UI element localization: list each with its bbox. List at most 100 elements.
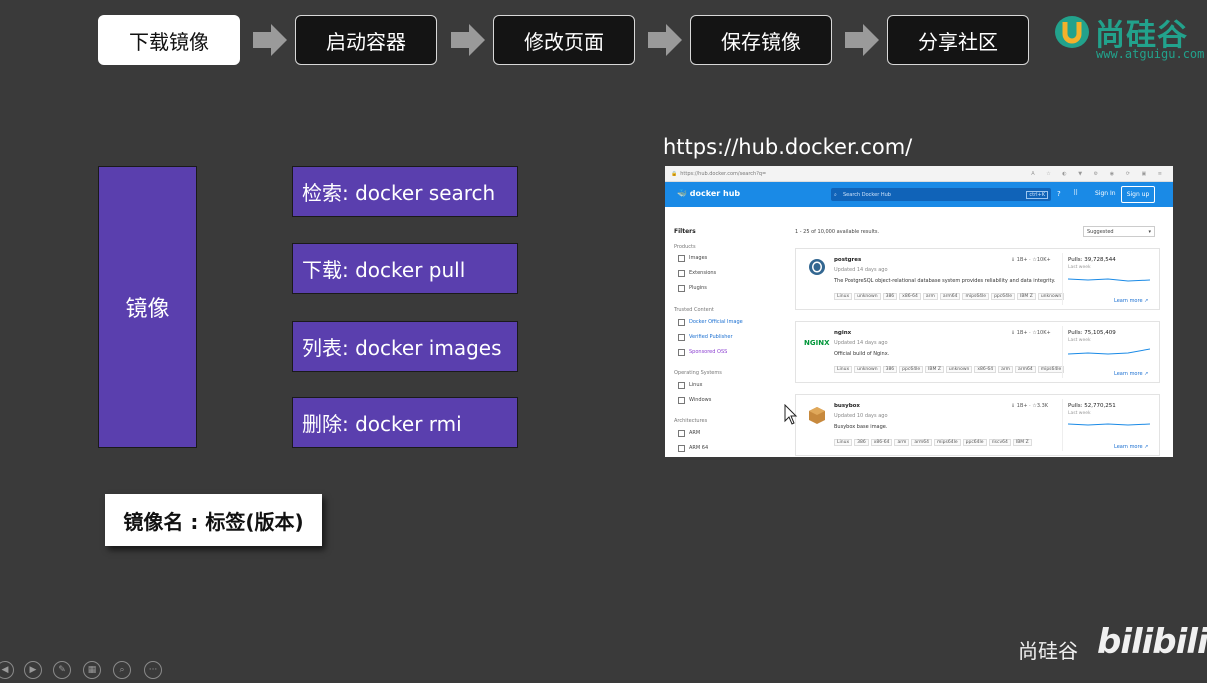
atguigu-logo-icon [1055, 16, 1089, 48]
results-count: 1 - 25 of 10,000 available results. [795, 229, 880, 235]
watermark-atguigu: 尚硅谷 [1018, 639, 1078, 663]
card-last-week: Last week [1068, 265, 1091, 270]
address-text: https://hub.docker.com/search?q= [680, 170, 767, 177]
docker-hub-screenshot: 🔒 https://hub.docker.com/search?q= A ☆ ◐… [665, 166, 1173, 457]
card-stats: ⇓ 1B+ · ☆10K+ [1011, 330, 1051, 336]
card-description: The PostgreSQL object-relational databas… [834, 278, 1056, 284]
result-card-nginx[interactable]: NGINX nginx Updated 14 days ago Official… [795, 321, 1160, 383]
image-tag-note: 镜像名 : 标签(版本) [105, 494, 322, 546]
cmd-rmi: 删除: docker rmi [292, 397, 518, 448]
checkbox-official-image[interactable] [678, 319, 685, 326]
checkbox-linux[interactable] [678, 382, 685, 389]
watermark-bilibili-logo: bilibili [1097, 622, 1207, 662]
step-share-community[interactable]: 分享社区 [887, 15, 1029, 65]
card-name: nginx [834, 330, 852, 336]
postgres-elephant-icon [809, 259, 825, 275]
card-divider [1062, 253, 1063, 305]
checkbox-arm64[interactable] [678, 445, 685, 452]
step-save-image[interactable]: 保存镜像 [690, 15, 832, 65]
checkbox-images[interactable] [678, 255, 685, 262]
cmd-pull: 下载: docker pull [292, 243, 518, 294]
cmd-search: 检索: docker search [292, 166, 518, 217]
search-shortcut: ctrl+K [1026, 190, 1048, 199]
filters-title: Filters [674, 228, 696, 235]
card-name: postgres [834, 257, 862, 263]
card-stats: ⇓ 1B+ · ☆3.3K [1011, 403, 1049, 409]
result-card-postgres[interactable]: postgres Updated 14 days ago The Postgre… [795, 248, 1160, 310]
checkbox-verified-publisher[interactable] [678, 334, 685, 341]
zoom-icon[interactable]: ⌕ [113, 661, 131, 679]
card-description: Official build of Nginx. [834, 351, 890, 357]
checkbox-arm[interactable] [678, 430, 685, 437]
sort-select[interactable]: Suggested ▾ [1083, 226, 1155, 237]
learn-more-link[interactable]: Learn more ↗ [1114, 298, 1149, 304]
card-updated: Updated 14 days ago [834, 340, 888, 346]
filter-official-image: Docker Official Image [689, 319, 743, 325]
filter-plugins: Plugins [689, 285, 707, 291]
checkbox-extensions[interactable] [678, 270, 685, 277]
filter-arm64: ARM 64 [689, 445, 709, 451]
docker-hub-url: https://hub.docker.com/ [663, 135, 913, 159]
arrow-right-icon [648, 24, 682, 56]
pulls-sparkline [1068, 348, 1150, 355]
filter-group-arch: Architectures [674, 418, 708, 424]
card-pulls: Pulls: 39,728,544 [1068, 257, 1116, 263]
docker-hub-search-input[interactable]: ⌕ Search Docker Hub ctrl+K [831, 188, 1051, 201]
cmd-images: 列表: docker images [292, 321, 518, 372]
filter-group-trusted: Trusted Content [674, 307, 714, 313]
checkbox-plugins[interactable] [678, 285, 685, 292]
card-pulls: Pulls: 75,105,409 [1068, 330, 1116, 336]
card-pulls: Pulls: 52,770,251 [1068, 403, 1116, 409]
checkbox-sponsored-oss[interactable] [678, 349, 685, 356]
card-divider [1062, 326, 1063, 378]
filter-images: Images [689, 255, 708, 261]
pulls-sparkline [1068, 278, 1150, 282]
card-last-week: Last week [1068, 338, 1091, 343]
docker-whale-icon: 🐳 [677, 189, 687, 198]
card-divider [1062, 399, 1063, 451]
checkbox-windows[interactable] [678, 397, 685, 404]
apps-grid-icon[interactable]: ⠿ [1073, 189, 1079, 197]
card-last-week: Last week [1068, 411, 1091, 416]
step-download-image[interactable]: 下载镜像 [98, 15, 240, 65]
card-description: Busybox base image. [834, 424, 888, 430]
filter-arm: ARM [689, 430, 701, 436]
image-concept-box: 镜像 [98, 166, 197, 448]
card-name: busybox [834, 403, 860, 409]
learn-more-link[interactable]: Learn more ↗ [1114, 444, 1149, 450]
card-updated: Updated 14 days ago [834, 267, 888, 273]
browser-address-bar[interactable]: 🔒 https://hub.docker.com/search?q= A ☆ ◐… [665, 166, 1173, 182]
docker-hub-logo[interactable]: 🐳 docker hub [677, 189, 741, 198]
help-icon[interactable]: ? [1057, 190, 1061, 198]
filter-group-products: Products [674, 244, 696, 250]
step-start-container[interactable]: 启动容器 [295, 15, 437, 65]
arrow-right-icon [845, 24, 879, 56]
filter-group-os: Operating Systems [674, 370, 722, 376]
filter-extensions: Extensions [689, 270, 717, 276]
lock-icon: 🔒 [671, 170, 678, 177]
step-modify-page[interactable]: 修改页面 [493, 15, 635, 65]
sign-up-button[interactable]: Sign up [1121, 186, 1155, 203]
nginx-logo-icon: NGINX [804, 339, 830, 347]
pen-tool-icon[interactable]: ✎ [53, 661, 71, 679]
filter-sponsored-oss: Sponsored OSS [689, 349, 728, 355]
next-slide-icon[interactable]: ▶ [24, 661, 42, 679]
result-card-busybox[interactable]: busybox Updated 10 days ago Busybox base… [795, 394, 1160, 456]
slide-grid-icon[interactable]: ▦ [83, 661, 101, 679]
previous-slide-icon[interactable]: ◀ [0, 661, 14, 679]
card-updated: Updated 10 days ago [834, 413, 888, 419]
filter-verified-publisher: Verified Publisher [689, 334, 733, 340]
search-icon: ⌕ [834, 191, 837, 198]
docker-hub-header: 🐳 docker hub ⌕ Search Docker Hub ctrl+K … [665, 182, 1173, 207]
arrow-right-icon [451, 24, 485, 56]
arrow-right-icon [253, 24, 287, 56]
sign-in-link[interactable]: Sign In [1095, 190, 1116, 197]
mouse-cursor-icon [784, 404, 798, 425]
chevron-down-icon: ▾ [1148, 228, 1151, 235]
atguigu-logo-name: 尚硅谷 [1095, 18, 1188, 53]
more-options-icon[interactable]: ··· [144, 661, 162, 679]
learn-more-link[interactable]: Learn more ↗ [1114, 371, 1149, 377]
